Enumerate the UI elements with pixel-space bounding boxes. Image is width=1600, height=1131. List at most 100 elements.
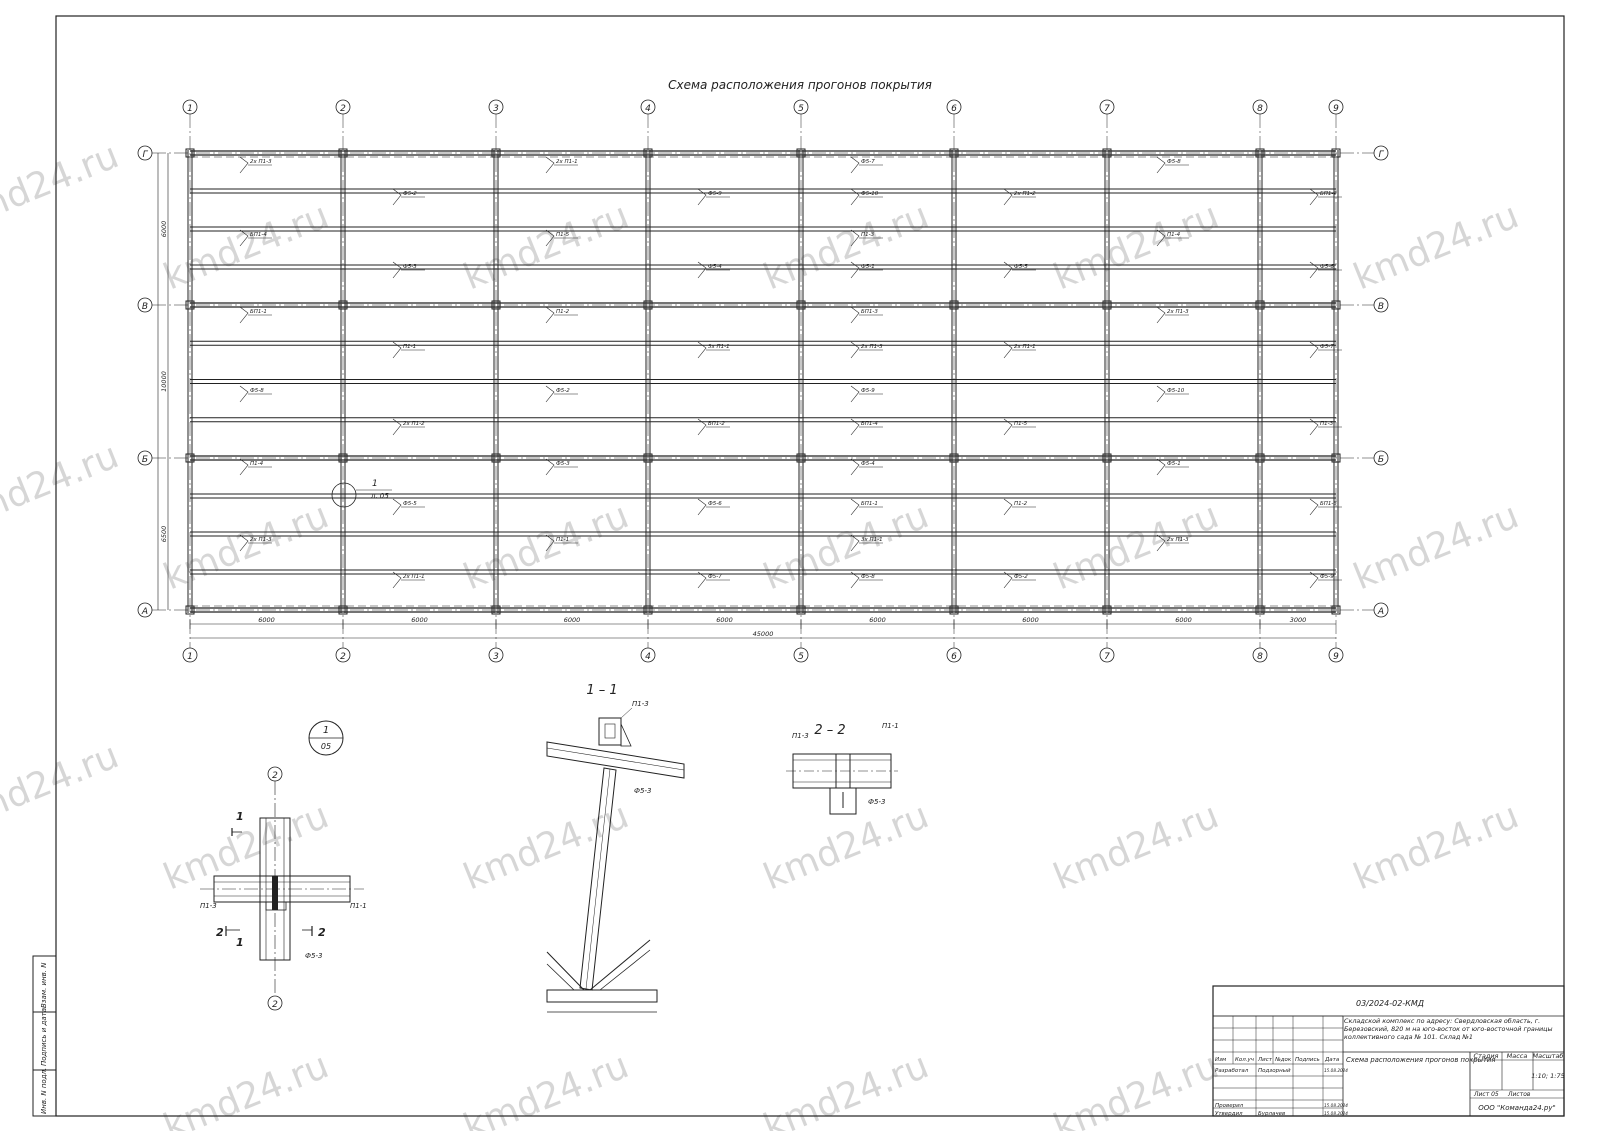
cut-2-right: 2 — [318, 926, 326, 939]
purlin-label: БП1-3 — [861, 309, 878, 315]
plan-title: Схема расположения прогонов покрытия — [668, 78, 932, 92]
side-stamp-box — [32, 955, 57, 1117]
axis-x-bottom-label: 8 — [1257, 652, 1263, 662]
watermark-10: kmd24.ru — [1048, 495, 1224, 598]
axis-x-top-label: 9 — [1333, 104, 1339, 114]
purlin-label: Ф5-10 — [861, 191, 879, 197]
section-1-1-label-f53: Ф5-3 — [634, 787, 651, 795]
watermark-12: kmd24.ru — [0, 735, 124, 838]
axis-x-bottom-label: 3 — [493, 652, 499, 662]
side-stamp-3: Инв. N подл. — [40, 1068, 48, 1114]
node-badge-num: 1 — [323, 725, 329, 736]
watermark-18: kmd24.ru — [158, 1045, 334, 1131]
overall-dim: 45000 — [753, 630, 774, 638]
axis-x-top-label: 6 — [951, 104, 957, 114]
purlin-label: БП1-2 — [1320, 191, 1337, 197]
axis-x-bottom-label: 5 — [798, 652, 804, 662]
tb-scale-h: Масштаб — [1533, 1052, 1564, 1060]
section-1-1-title: 1 – 1 — [586, 683, 617, 698]
purlin-label: БП1-1 — [250, 309, 267, 315]
span-dim: 6000 — [411, 616, 428, 624]
purlin-label: Ф5-8 — [250, 388, 264, 394]
purlin-label: Ф5-7 — [708, 574, 722, 580]
node-callout-num: 1 — [372, 479, 378, 489]
node-label-f53: Ф5-3 — [305, 952, 322, 960]
purlin-label: БП1-2 — [708, 421, 725, 427]
axis-x-bottom-label: 2 — [340, 652, 346, 662]
purlin-label: П1-2 — [556, 309, 570, 315]
purlin-label: Ф5-2 — [403, 191, 417, 197]
tb-sheets: Листов — [1507, 1091, 1531, 1098]
tb-col-header: Дата — [1324, 1057, 1340, 1063]
purlin-label: БП1-3 — [1320, 501, 1337, 507]
purlin-label: Ф5-4 — [708, 264, 722, 270]
purlin-label: 3х П1-1 — [708, 344, 730, 350]
section-2-2-label-p13: П1-3 — [792, 732, 809, 740]
axis-x-top-label: 5 — [798, 104, 804, 114]
purlin-label: Ф5-8 — [861, 574, 875, 580]
purlin-label: 2х П1-1 — [1014, 344, 1036, 350]
purlin-label: П1-5 — [556, 232, 570, 238]
purlin-label: 2х П1-3 — [861, 344, 883, 350]
watermark-1: kmd24.ru — [158, 195, 334, 298]
purlin-label: П1-3 — [861, 232, 875, 238]
axis-y-left-label: А — [141, 607, 148, 617]
purlin-label: Ф5-3 — [403, 264, 417, 270]
node-badge-sheet: 05 — [321, 742, 331, 751]
node-axis-top: 2 — [272, 771, 278, 781]
section-1-1-label-p13: П1-3 — [632, 700, 649, 708]
span-dim: 6000 — [1022, 616, 1039, 624]
axis-x-top-label: 4 — [645, 104, 651, 114]
node-label-p13: П1-3 — [200, 902, 217, 910]
purlin-label: БП1-4 — [861, 421, 878, 427]
axis-y-right-label: В — [1378, 302, 1384, 312]
axis-y-left-label: Г — [142, 150, 148, 160]
span-dim: 6000 — [869, 616, 886, 624]
purlin-label: БП1-1 — [861, 501, 878, 507]
purlin-label: Ф5-9 — [861, 388, 875, 394]
purlin-label: Ф5-4 — [861, 461, 875, 467]
purlin-label: П1-2 — [1014, 501, 1028, 507]
axis-y-right-label: Б — [1378, 455, 1384, 465]
watermark-11: kmd24.ru — [1348, 495, 1524, 598]
purlin-label: 2х П1-1 — [556, 159, 578, 165]
node-label-p11: П1-1 — [350, 902, 367, 910]
tb-role: Разработал — [1215, 1068, 1249, 1074]
purlin-label: 2х П1-3 — [1167, 309, 1189, 315]
purlin-label: 2х П1-2 — [403, 421, 425, 427]
side-stamp-1: Взам. инв. N — [40, 962, 48, 1008]
tb-stage-h: Стадия — [1474, 1052, 1499, 1060]
purlin-label: Ф5-8 — [1167, 159, 1181, 165]
tb-code: 03/2024-02-КМД — [1356, 999, 1424, 1008]
watermark-0: kmd24.ru — [0, 135, 124, 238]
axis-x-bottom-label: 9 — [1333, 652, 1339, 662]
tb-col-header: Изм — [1215, 1057, 1226, 1063]
watermark-9: kmd24.ru — [758, 495, 934, 598]
span-dim: 6000 — [1175, 616, 1192, 624]
section-2-2-label-f53: Ф5-3 — [868, 798, 885, 806]
watermark-2: kmd24.ru — [458, 195, 634, 298]
purlin-label: 2х П1-1 — [403, 574, 425, 580]
tb-date: 15.08.2024 — [1324, 1068, 1348, 1073]
side-stamp-2: Подпись и дата — [40, 1008, 48, 1066]
purlin-label: 2х П1-3 — [250, 159, 272, 165]
axis-y-right-label: Г — [1378, 150, 1384, 160]
purlin-label: П1-5 — [1014, 421, 1028, 427]
purlin-label: Ф5-5 — [1014, 264, 1028, 270]
tb-sheet-title: Схема расположения прогонов покрытия — [1346, 1056, 1495, 1064]
axis-y-left-label: Б — [142, 455, 148, 465]
purlin-label: П1-4 — [250, 461, 264, 467]
span-dim: 6000 — [258, 616, 275, 624]
purlin-label: Ф5-2 — [1014, 574, 1028, 580]
cut-2-left: 2 — [216, 926, 224, 939]
axis-x-top-label: 2 — [340, 104, 346, 114]
tb-col-header: Кол.уч — [1235, 1057, 1255, 1063]
sheet-frame — [55, 15, 1565, 1117]
watermark-20: kmd24.ru — [758, 1045, 934, 1131]
watermark-3: kmd24.ru — [758, 195, 934, 298]
purlin-label: Ф5-6 — [1320, 264, 1334, 270]
purlin-label: Ф5-5 — [403, 501, 417, 507]
axis-x-top-label: 8 — [1257, 104, 1263, 114]
